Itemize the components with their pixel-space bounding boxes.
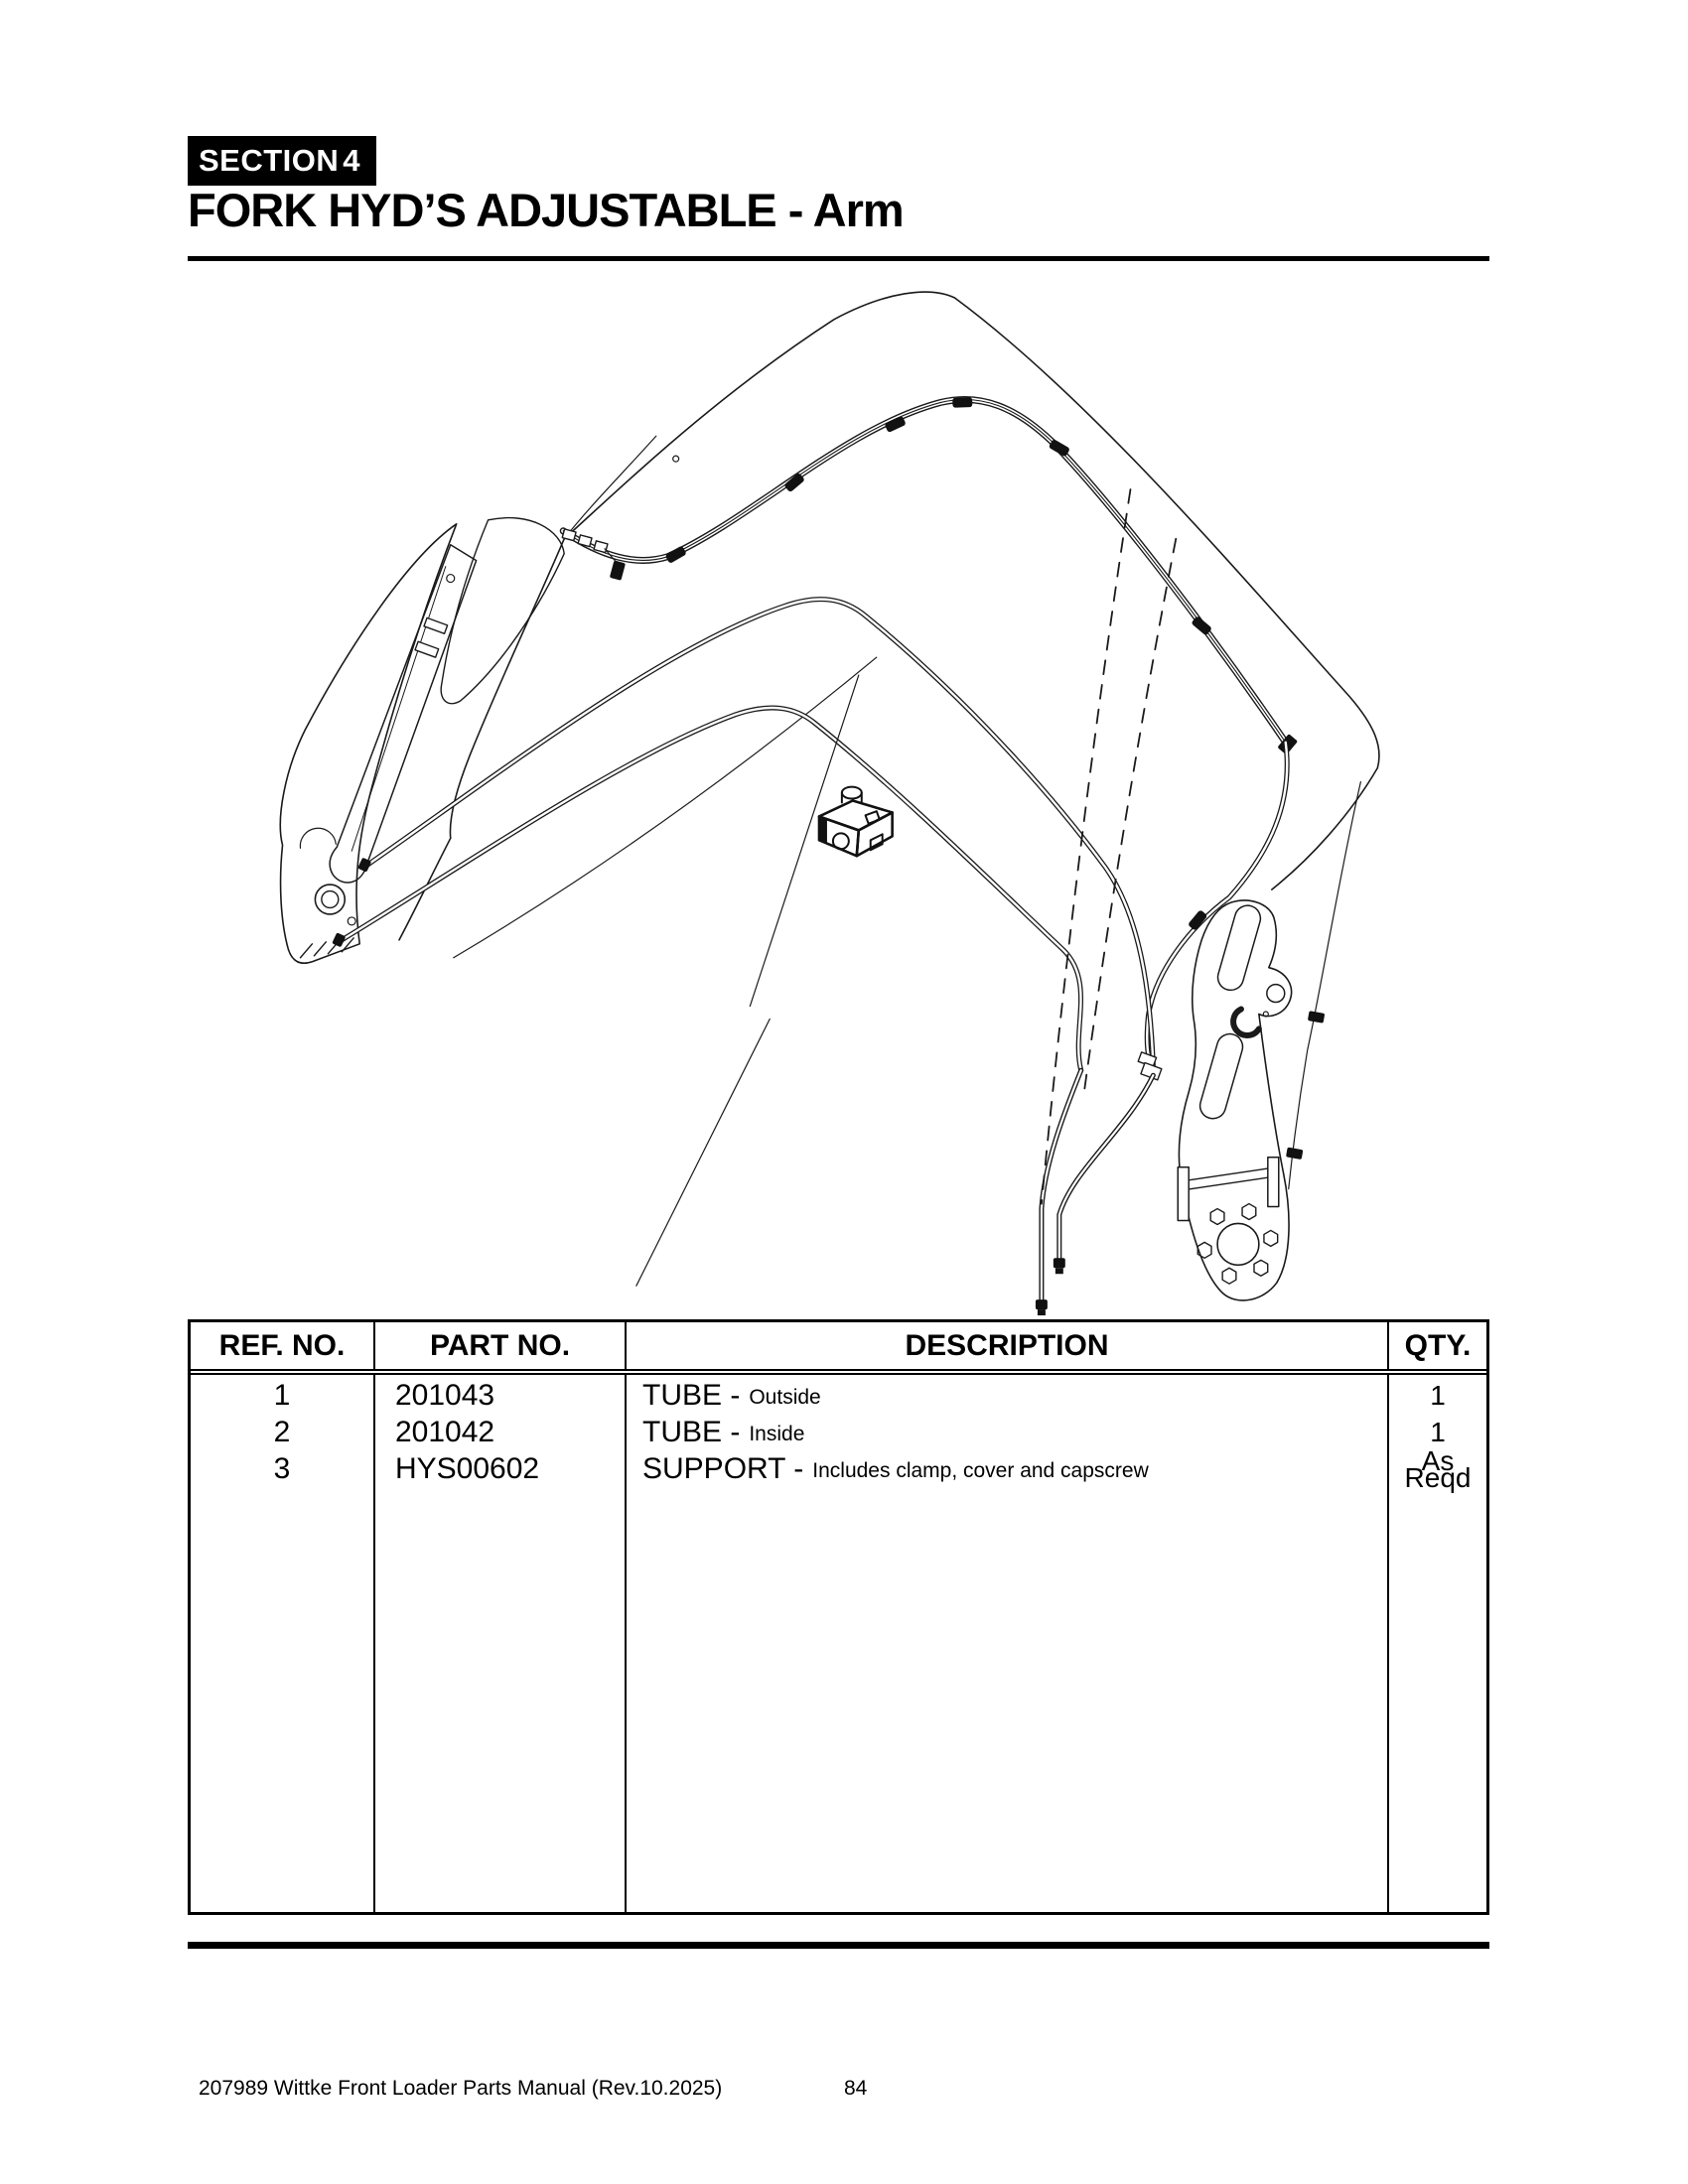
description-detail: Includes clamp, cover and capscrew: [812, 1458, 1149, 1482]
table-header-row: REF. NO. PART NO. DESCRIPTION QTY.: [191, 1322, 1486, 1375]
title-rule: [188, 256, 1489, 261]
ref-no-value: 3: [273, 1451, 291, 1485]
description-main: TUBE -: [642, 1378, 741, 1412]
page-title: FORK HYD’S ADJUSTABLE - Arm: [188, 184, 905, 236]
description-main: TUBE -: [642, 1415, 741, 1448]
description-value: TUBE - Outside: [627, 1377, 1387, 1414]
column-qty: 1 1 As Reqd: [1389, 1375, 1486, 1912]
column-part-no: 201043 201042 HYS00602: [375, 1375, 627, 1912]
description-value: TUBE - Inside: [627, 1414, 1387, 1450]
parts-diagram: [279, 291, 1380, 1316]
section-number: 4: [343, 143, 360, 178]
footer-rule: [188, 1942, 1489, 1949]
column-ref-no: 1 2 3: [191, 1375, 375, 1912]
footer-manual-title: 207989 Wittke Front Loader Parts Manual …: [199, 2077, 723, 2100]
footer-page-number: 84: [844, 2077, 868, 2100]
qty-value: 1: [1430, 1379, 1446, 1411]
part-no-value: 201043: [395, 1378, 495, 1412]
qty-line: Reqd: [1404, 1461, 1472, 1493]
ref-no-value: 1: [273, 1378, 291, 1412]
part-no-value: 201042: [395, 1415, 495, 1448]
table-body: 1 2 3 201043 201042 HYS00602 TUBE - Outs…: [191, 1375, 1486, 1912]
description-main: SUPPORT -: [642, 1451, 804, 1485]
qty-value: 1: [1430, 1416, 1446, 1447]
header-description: DESCRIPTION: [627, 1322, 1389, 1369]
part-no-value: HYS00602: [395, 1451, 540, 1485]
description-detail: Inside: [749, 1422, 805, 1445]
description-value: SUPPORT - Includes clamp, cover and caps…: [627, 1450, 1387, 1487]
section-label: SECTION: [199, 143, 340, 178]
section-badge: SECTION 4: [188, 136, 376, 186]
header-qty: QTY.: [1404, 1328, 1472, 1362]
ref-no-value: 2: [273, 1415, 291, 1448]
header-part-no: PART NO.: [375, 1322, 627, 1369]
column-description: TUBE - Outside TUBE - Inside SUPPORT - I…: [627, 1375, 1389, 1912]
qty-value: As Reqd: [1389, 1446, 1486, 1493]
description-detail: Outside: [749, 1385, 821, 1409]
parts-table: REF. NO. PART NO. DESCRIPTION QTY. 1 2 3…: [188, 1319, 1489, 1915]
header-ref-no: REF. NO.: [191, 1322, 375, 1369]
